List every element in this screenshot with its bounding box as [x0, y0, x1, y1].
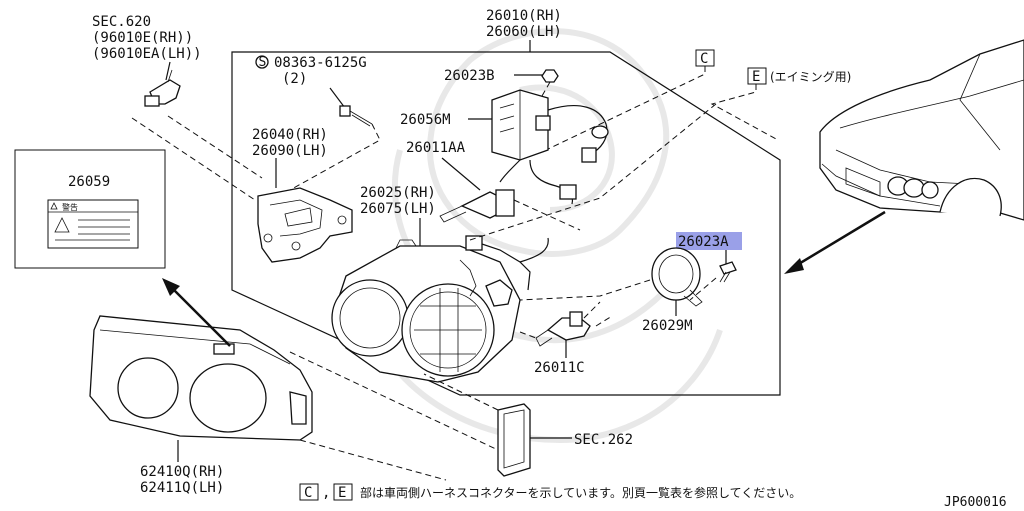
label-sec262: SEC.262 [574, 432, 633, 448]
caution-label-warning-text: 警告 [62, 202, 78, 212]
label-26029m: 26029M [642, 318, 693, 334]
label-26075-lh: 26075(LH) [360, 201, 436, 217]
label-sec620-lh: (96010EA(LH)) [92, 46, 202, 62]
bracket-part-26040 [257, 187, 353, 263]
label-26056m: 26056M [400, 112, 451, 128]
assembly-boundary [231, 51, 781, 396]
footer-note: 部は車両側ハーネスコネクターを示しています。別頁一覧表を参照してください。 [360, 485, 801, 500]
side-marker-sec262 [497, 403, 531, 477]
label-sec620: SEC.620 [92, 14, 151, 30]
ballast-unit-26056m [491, 89, 609, 205]
sensor-part-sec620 [144, 69, 181, 107]
footer-comma: , [322, 485, 330, 501]
hid-bulb-26011aa [439, 189, 581, 231]
caution-label-icon [47, 199, 139, 249]
label-26025-rh: 26025(RH) [360, 185, 436, 201]
label-screw-qty: (2) [282, 71, 307, 87]
label-26023b: 26023B [444, 68, 495, 84]
connector-e-letter: E [752, 69, 760, 85]
headlamp-cover-62410q [89, 315, 313, 441]
nut-26023b [541, 69, 559, 83]
label-26011aa: 26011AA [406, 140, 466, 156]
label-location-arrow [162, 278, 231, 347]
bulb-26011c [535, 311, 591, 347]
label-62411q-lh: 62411Q(LH) [140, 480, 224, 496]
footer-connector-c [299, 483, 319, 501]
label-26060-lh: 26060(LH) [486, 24, 562, 40]
label-62410q-rh: 62410Q(RH) [140, 464, 224, 480]
location-arrow [784, 210, 886, 274]
footer-connector-e [333, 483, 353, 501]
screw-08363-6125g [255, 55, 269, 69]
label-26011c: 26011C [534, 360, 585, 376]
highlight-26023a [676, 232, 742, 250]
car-front-illustration [819, 39, 1024, 221]
bolt-icon [339, 105, 373, 127]
screw-circle-mark: S [259, 55, 267, 70]
retaining-ring-26029m [651, 247, 703, 307]
label-26010-rh: 26010(RH) [486, 8, 562, 24]
connector-e-note: (エイミング用) [770, 70, 851, 84]
label-26059: 26059 [68, 174, 110, 190]
footer-e-letter: E [338, 485, 346, 501]
diagram-code: JP600016 [944, 495, 1007, 510]
headlamp-body-26025 [331, 235, 549, 383]
connector-e-marker [747, 67, 767, 85]
label-26023a: 26023A [678, 234, 729, 250]
label-08363-6125g: 08363-6125G [274, 55, 367, 71]
connector-c-letter: C [700, 51, 708, 67]
label-sec620-rh: (96010E(RH)) [92, 30, 193, 46]
screw-26023a [719, 261, 737, 283]
label-26040-rh: 26040(RH) [252, 127, 328, 143]
label-26090-lh: 26090(LH) [252, 143, 328, 159]
footer-c-letter: C [304, 485, 312, 501]
